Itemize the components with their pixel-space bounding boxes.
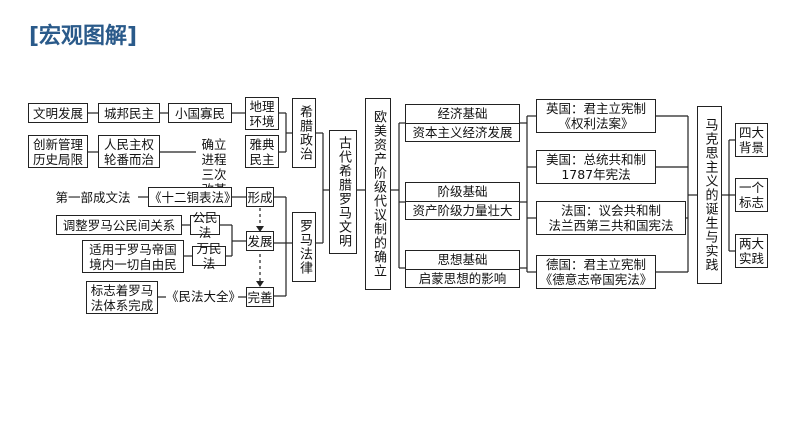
foundation-title: 思想基础 xyxy=(406,251,519,270)
system-complete-box: 标志着罗马 法体系完成 xyxy=(86,281,158,314)
britain-box: 英国：君主立宪制 《权利法案》 xyxy=(536,99,656,133)
one-symbol-box: 一个 标志 xyxy=(735,178,768,212)
athens-democracy-box: 雅典 民主 xyxy=(245,135,279,168)
ancient-civilization-box: 古代希腊罗马文明 xyxy=(329,130,357,254)
greek-politics-box: 希腊政治 xyxy=(292,98,316,168)
reform-process-text: 确立进程 三次改革 xyxy=(201,137,227,197)
first-written-law-text: 第一部成文法 xyxy=(55,190,131,205)
civ-development-box: 文明发展 xyxy=(28,103,88,123)
four-backgrounds-box: 四大 背景 xyxy=(735,123,768,157)
foundation-detail: 资本主义经济发展 xyxy=(412,124,513,140)
develop-stage-box: 发展 xyxy=(246,231,274,251)
civil-law-box: 公民法 xyxy=(190,210,220,240)
perfect-stage-box: 完善 xyxy=(246,287,274,307)
roman-law-box: 罗马法律 xyxy=(292,212,316,282)
adjust-citizen-relations-box: 调整罗马公民间关系 xyxy=(56,215,182,235)
class-foundation-box: 阶级基础 资产阶级力量壮大 xyxy=(405,182,520,220)
corpus-juris-text: 《民法大全》 xyxy=(166,289,242,304)
foundation-detail: 启蒙思想的影响 xyxy=(418,270,507,286)
twelve-tables-box: 《十二铜表法》 xyxy=(148,187,237,207)
foundation-detail: 资产阶级力量壮大 xyxy=(412,202,513,218)
form-stage-box: 形成 xyxy=(246,187,274,207)
city-state-democracy-box: 城邦民主 xyxy=(98,103,160,123)
small-state-box: 小国寡民 xyxy=(168,103,232,123)
ideological-foundation-box: 思想基础 启蒙思想的影响 xyxy=(405,250,520,288)
geo-environment-box: 地理 环境 xyxy=(245,97,279,130)
marxism-box: 马克思主义的诞生与实践 xyxy=(697,106,722,284)
jus-gentium-box: 万民法 xyxy=(192,241,226,271)
germany-box: 德国：君主立宪制 《德意志帝国宪法》 xyxy=(536,255,656,289)
page-title: [宏观图解] xyxy=(29,24,138,49)
apply-free-people-box: 适用于罗马帝国 境内一切自由民 xyxy=(82,240,184,273)
representative-system-box: 欧美资产阶级代议制的确立 xyxy=(365,98,391,290)
usa-box: 美国：总统共和制 1787年宪法 xyxy=(536,150,656,184)
innovation-limit-box: 创新管理 历史局限 xyxy=(28,135,88,168)
popular-sovereignty-box: 人民主权 轮番而治 xyxy=(98,135,160,168)
two-practices-box: 两大 实践 xyxy=(735,234,768,268)
foundation-title: 阶级基础 xyxy=(406,183,519,202)
foundation-title: 经济基础 xyxy=(406,105,519,124)
france-box: 法国：议会共和制 法兰西第三共和国宪法 xyxy=(536,201,686,235)
economic-foundation-box: 经济基础 资本主义经济发展 xyxy=(405,104,520,142)
